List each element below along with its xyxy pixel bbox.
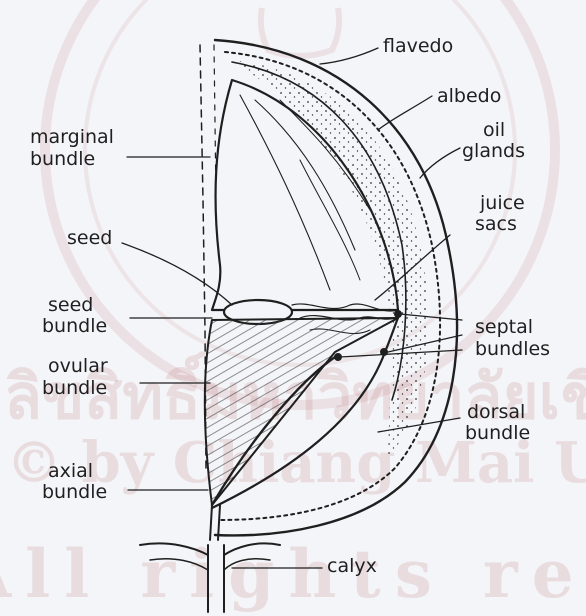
label-axial-bundle-2: bundle: [42, 482, 107, 503]
stem: [208, 545, 224, 612]
label-seed: seed: [67, 228, 112, 249]
label-septal-bundles-2: bundles: [475, 339, 550, 360]
label-marginal-bundle-1: marginal: [30, 127, 114, 148]
calyx-shape: [140, 543, 280, 555]
label-dorsal-bundle-2: bundle: [465, 423, 530, 444]
leader-albedo: [378, 96, 432, 130]
label-dorsal-bundle-1: dorsal: [467, 402, 525, 423]
label-flavedo: flavedo: [383, 36, 453, 57]
label-ovular-bundle-2: bundle: [42, 378, 107, 399]
label-seed-bundle-1: seed: [48, 295, 93, 316]
label-ovular-bundle-1: ovular: [48, 356, 108, 377]
label-oil-glands-2: glands: [462, 141, 525, 162]
label-juice-sacs-2: sacs: [475, 214, 517, 235]
label-marginal-bundle-2: bundle: [30, 149, 95, 170]
label-septal-bundles-1: septal: [475, 317, 533, 338]
label-juice-sacs-1: juice: [480, 193, 525, 214]
leader-flavedo: [320, 48, 378, 64]
label-axial-bundle-1: axial: [48, 461, 93, 482]
lower-segment: [205, 318, 398, 505]
label-albedo: albedo: [437, 86, 501, 107]
leader-oil-glands: [420, 148, 460, 178]
label-oil-glands-1: oil: [483, 120, 505, 141]
label-seed-bundle-2: bundle: [42, 316, 107, 337]
label-calyx: calyx: [327, 556, 377, 577]
